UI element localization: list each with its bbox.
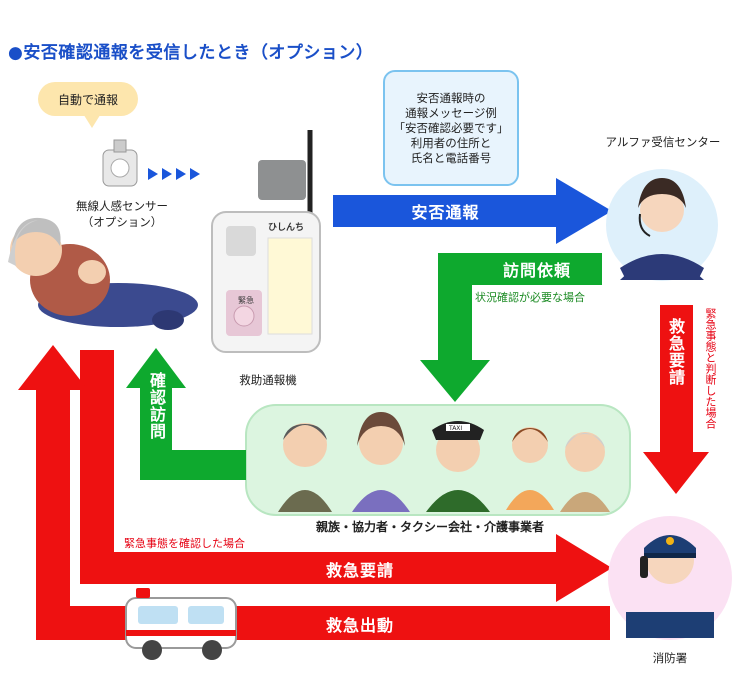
page-title: ●安否確認通報を受信したとき（オプション） <box>8 43 374 63</box>
houmon-arrow <box>420 253 602 402</box>
kyukyu-right-note: 緊急事態と判断した場合 <box>704 308 717 429</box>
taxi-driver-icon <box>426 421 490 512</box>
anpi-arrow <box>333 178 612 244</box>
family-member-icon <box>278 423 332 512</box>
message-line: 通報メッセージ例 <box>405 105 497 120</box>
group-label: 親族・協力者・タクシー会社・介護事業者 <box>315 520 544 534</box>
taxi-sign-text: TAXI <box>448 425 462 432</box>
elderly-client-icon <box>560 432 610 512</box>
sensor-label-line1: 無線人感センサー <box>76 199 168 213</box>
kakunin-arrow-label: 確認訪問 <box>147 372 166 440</box>
fire-station-label: 消防署 <box>652 651 688 665</box>
bubble-tail <box>82 112 102 128</box>
device-button-text: 緊急 <box>238 295 254 305</box>
sensor-label-line2: （オプション） <box>81 215 163 229</box>
ambulance-icon <box>125 588 237 660</box>
cooperator-icon <box>352 412 410 512</box>
message-line: 利用者の住所と <box>410 135 492 150</box>
sensor-label: 無線人感センサー （オプション） <box>62 198 182 230</box>
kakunin-arrow <box>126 348 246 480</box>
operator-avatar <box>606 169 718 281</box>
kyukyu-right-label: 救急要請 <box>666 318 685 386</box>
motion-sensor-icon <box>102 139 138 187</box>
message-example-box: 安否通報時の 通報メッセージ例 「安否確認必要です」 利用者の住所と 氏名と電話… <box>383 70 519 186</box>
caregiver-icon <box>506 427 554 510</box>
houmon-note: 状況確認が必要な場合 <box>475 291 585 304</box>
houmon-arrow-label: 訪問依頼 <box>502 261 571 280</box>
device-label: 救助通報機 <box>239 373 297 387</box>
message-line: 安否通報時の <box>416 90 486 105</box>
device-brand-text: ひしんち <box>268 222 304 233</box>
anpi-arrow-label: 安否通報 <box>411 203 480 222</box>
center-label: アルファ受信センター <box>605 135 721 149</box>
kyukyu-right-arrow <box>643 305 709 494</box>
sensor-signal-icon <box>148 168 200 180</box>
elderly-person-icon <box>8 217 198 330</box>
kyukyu-bottom-note: 緊急事態を確認した場合 <box>124 537 245 550</box>
message-line: 「安否確認必要です」 <box>393 120 509 135</box>
message-line: 氏名と電話番号 <box>410 150 492 165</box>
rescue-device-icon <box>211 130 321 353</box>
auto-report-bubble: 自動で通報 <box>38 82 138 116</box>
kyukyu-bottom-label: 救急要請 <box>325 561 394 580</box>
shutsudo-label: 救急出動 <box>325 616 394 635</box>
firefighter-avatar <box>608 516 732 640</box>
